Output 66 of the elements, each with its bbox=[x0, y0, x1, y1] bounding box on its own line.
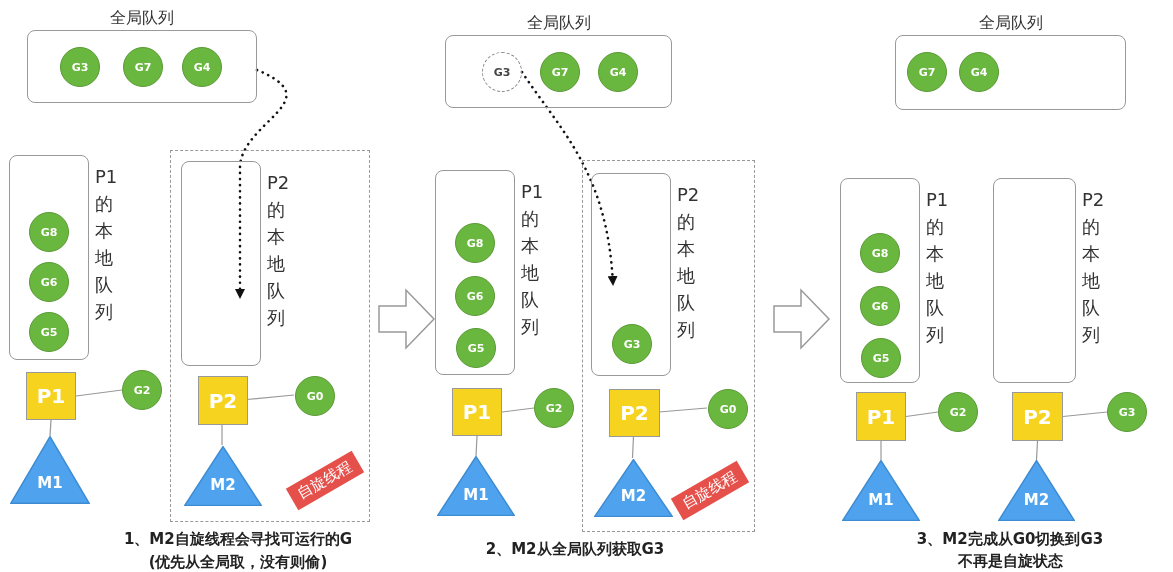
connector-line bbox=[905, 411, 939, 418]
queue-label: P1的本地队列 bbox=[926, 188, 949, 347]
queue-label: P1的本地队列 bbox=[95, 165, 118, 324]
goroutine-circle: G5 bbox=[29, 312, 69, 352]
processor-square: P2 bbox=[1012, 392, 1063, 441]
queue-heading: 全局队列 bbox=[109, 8, 175, 28]
goroutine-circle: G6 bbox=[860, 286, 900, 326]
queue-label: P2的本地队列 bbox=[677, 183, 700, 342]
connector-line bbox=[49, 419, 52, 437]
thread-triangle: M2 bbox=[594, 459, 673, 517]
dotted-arrow bbox=[520, 70, 618, 287]
goroutine-circle: G0 bbox=[708, 389, 748, 429]
processor-square: P1 bbox=[856, 392, 906, 441]
connector-line bbox=[631, 435, 635, 459]
queue-label: P1的本地队列 bbox=[521, 180, 544, 339]
goroutine-circle: G3 bbox=[1107, 392, 1147, 432]
goroutine-circle: G4 bbox=[959, 52, 999, 92]
thread-triangle: M1 bbox=[10, 436, 90, 504]
goroutine-circle: G7 bbox=[123, 47, 163, 87]
goroutine-circle: G6 bbox=[29, 262, 69, 302]
goroutine-circle: G3 bbox=[612, 324, 652, 364]
connector-line bbox=[1062, 411, 1108, 418]
connector-line bbox=[75, 389, 123, 397]
goroutine-circle: G4 bbox=[182, 47, 222, 87]
goroutine-circle: G8 bbox=[29, 212, 69, 252]
queue-heading: 全局队列 bbox=[977, 13, 1044, 33]
thread-triangle: M2 bbox=[184, 446, 262, 506]
processor-square: P2 bbox=[198, 376, 248, 425]
connector-line bbox=[221, 423, 223, 446]
spinning-thread-tag: 自旋线程 bbox=[285, 450, 365, 511]
goroutine-circle: G7 bbox=[540, 52, 580, 92]
connector-line bbox=[501, 407, 535, 413]
goroutine-circle: G4 bbox=[598, 52, 638, 92]
queue-label: P2的本地队列 bbox=[1082, 188, 1105, 347]
step-caption: (优先从全局取，没有则偷) bbox=[148, 553, 328, 572]
processor-square: P1 bbox=[452, 388, 502, 436]
queue-heading: 全局队列 bbox=[525, 13, 592, 33]
dashed-region bbox=[582, 160, 755, 532]
connector-line bbox=[475, 435, 478, 457]
goroutine-circle: G2 bbox=[534, 388, 574, 428]
goroutine-circle: G0 bbox=[295, 376, 335, 416]
connector-line bbox=[1035, 440, 1039, 461]
thread-triangle: M2 bbox=[998, 460, 1075, 521]
dashed-region bbox=[170, 150, 370, 522]
goroutine-circle: G3 bbox=[60, 47, 100, 87]
connector-line bbox=[658, 407, 708, 413]
step-caption: 3、M2完成从G0切换到G3 bbox=[916, 530, 1104, 549]
goroutine-circle: G7 bbox=[907, 52, 947, 92]
step-caption: 2、M2从全局队列获取G3 bbox=[485, 540, 665, 559]
dotted-arrow bbox=[235, 68, 288, 300]
connector-line bbox=[880, 440, 882, 461]
goroutine-circle: G6 bbox=[455, 276, 495, 316]
thread-triangle: M1 bbox=[437, 456, 515, 516]
thread-triangle: M1 bbox=[842, 460, 920, 521]
queue-label: P2的本地队列 bbox=[267, 171, 290, 330]
goroutine-circle: G2 bbox=[938, 392, 978, 432]
goroutine-circle: G8 bbox=[455, 223, 495, 263]
connector-line bbox=[246, 394, 295, 401]
goroutine-circle: G2 bbox=[122, 370, 162, 410]
step-caption: 不再是自旋状态 bbox=[957, 552, 1063, 571]
goroutine-circle: G5 bbox=[861, 338, 901, 378]
processor-square: P1 bbox=[26, 372, 76, 420]
processor-square: P2 bbox=[609, 389, 660, 437]
goroutine-circle: G8 bbox=[860, 233, 900, 273]
step-caption: 1、M2自旋线程会寻找可运行的G bbox=[123, 530, 353, 549]
goroutine-circle: G5 bbox=[456, 328, 496, 368]
